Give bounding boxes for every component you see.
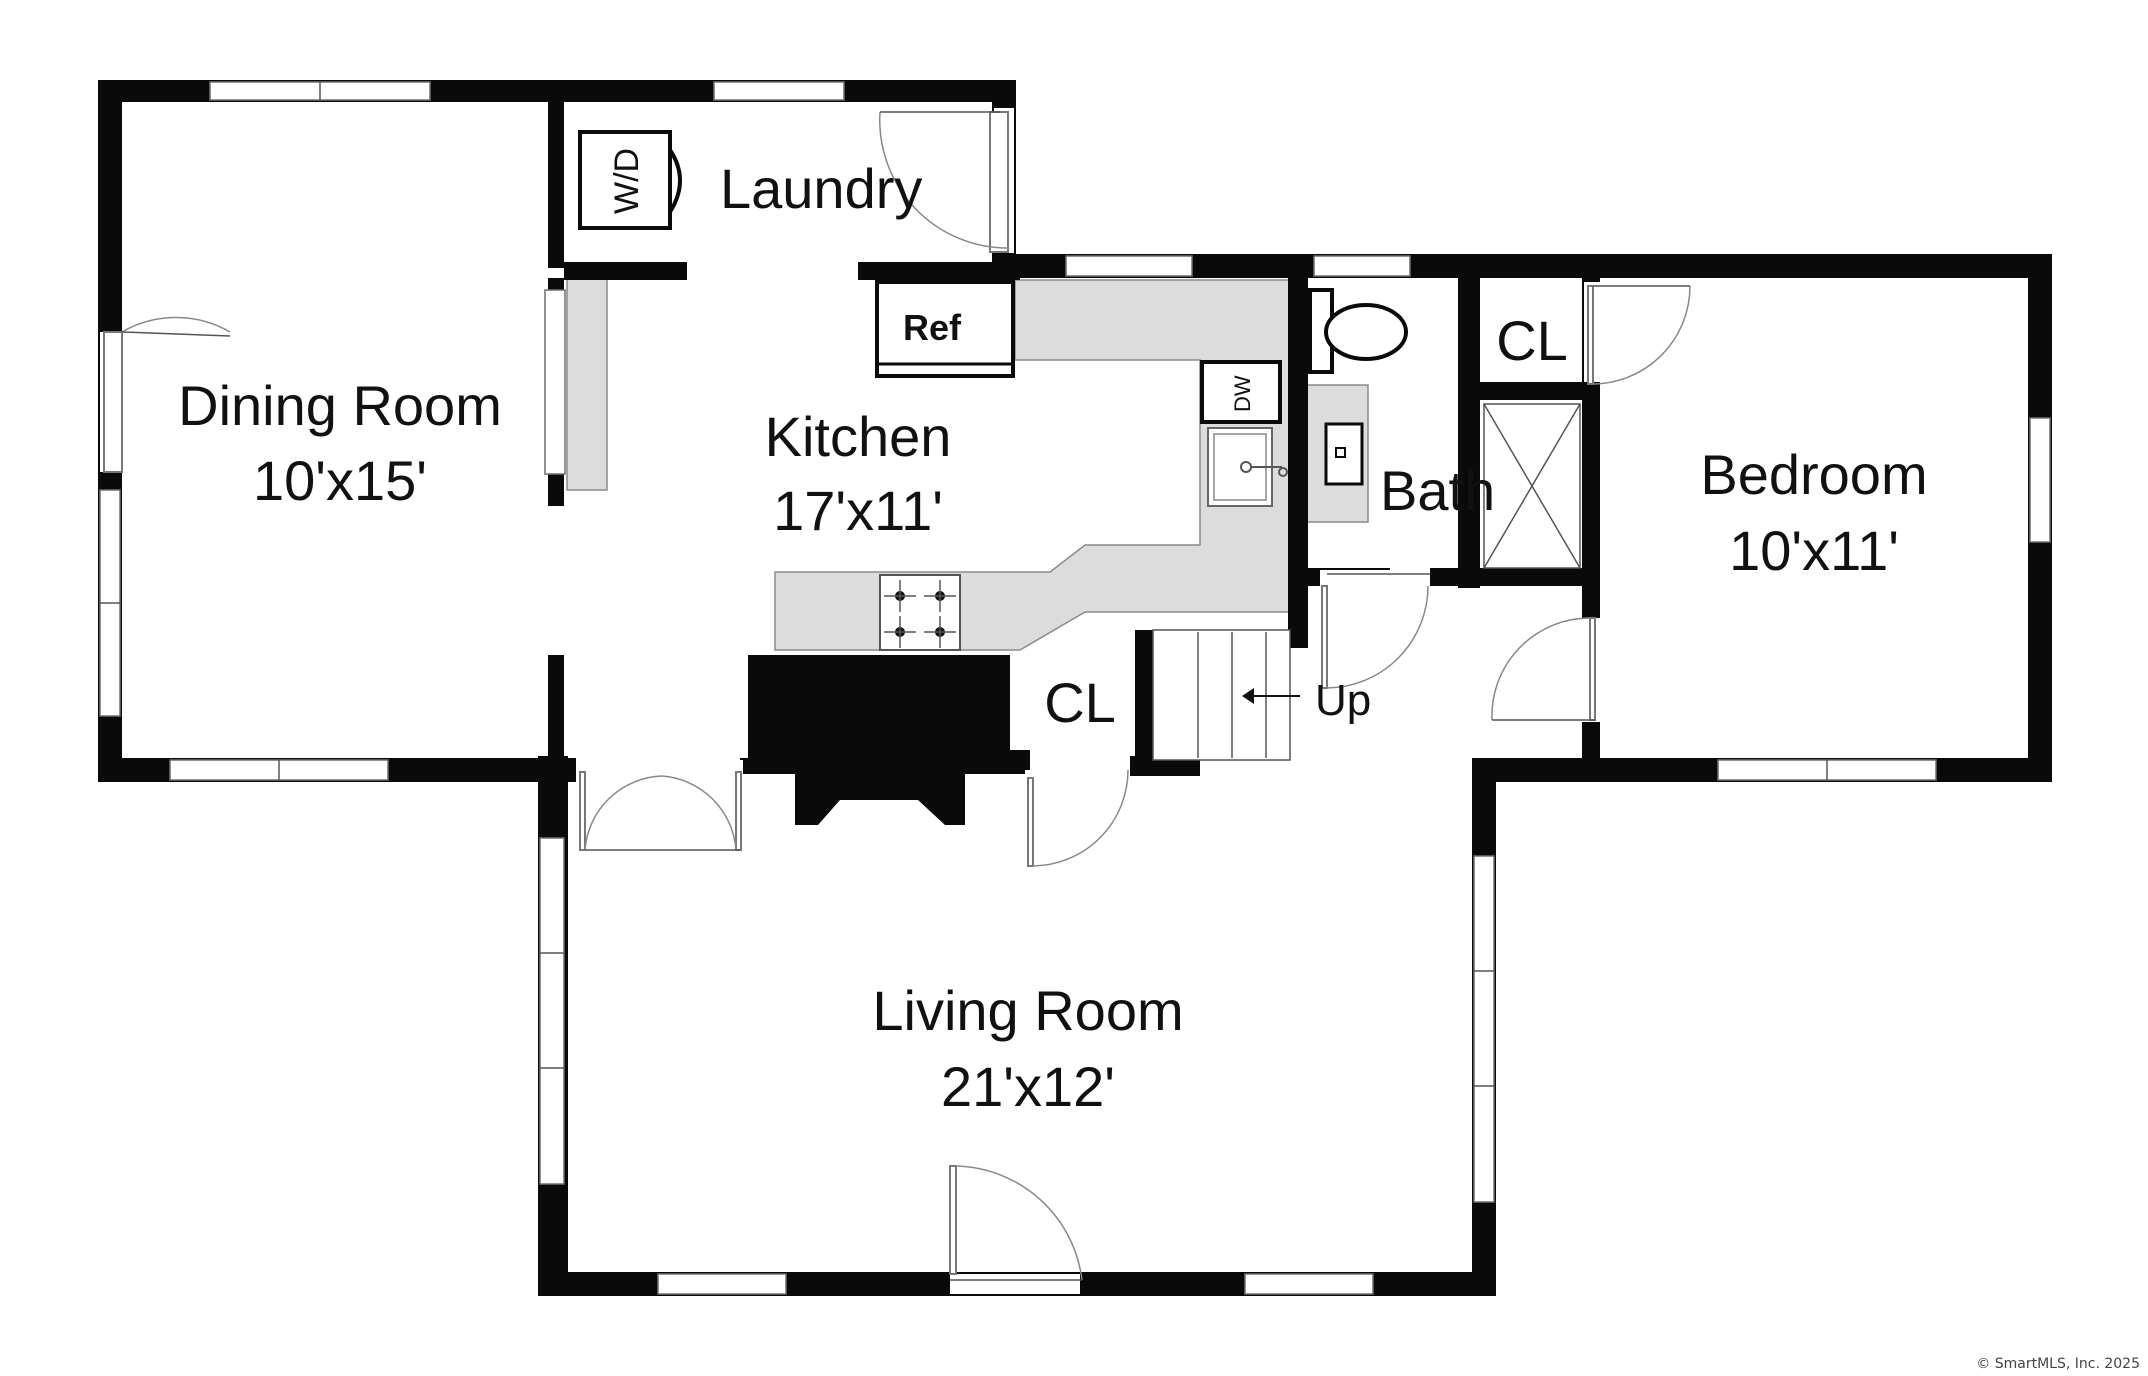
kitchen-sink-icon <box>1207 427 1288 507</box>
stairs-label: Up <box>1315 676 1371 725</box>
living-room-dims: 21'x12' <box>941 1055 1115 1118</box>
fireplace-label: FP <box>866 800 894 825</box>
stove-icon <box>879 574 961 651</box>
dining-room-name: Dining Room <box>178 374 502 437</box>
hall-closet-name: CL <box>1044 671 1116 734</box>
bedroom-name: Bedroom <box>1700 443 1927 506</box>
washer-dryer-icon <box>578 130 682 230</box>
bedroom-closet-name: CL <box>1496 309 1568 372</box>
windows <box>99 81 2051 1295</box>
refrigerator-icon <box>875 280 1015 378</box>
living-room-name: Living Room <box>872 979 1183 1042</box>
copyright-notice: © SmartMLS, Inc. 2025 <box>1976 1356 2140 1372</box>
bedroom-dims: 10'x11' <box>1729 519 1899 582</box>
laundry-name: Laundry <box>720 157 922 220</box>
linen-closet-x <box>1483 403 1581 569</box>
kitchen-name: Kitchen <box>765 405 952 468</box>
washer-dryer-label: W/D <box>608 148 646 214</box>
bath-sink-icon <box>1324 422 1364 486</box>
kitchen-dims: 17'x11' <box>773 479 943 542</box>
stairs <box>1152 629 1300 761</box>
doors <box>100 108 1691 1294</box>
dishwasher-icon <box>1200 360 1282 424</box>
refrigerator-label: Ref <box>903 307 962 348</box>
bath-name: Bath <box>1380 459 1495 522</box>
dishwasher-label: DW <box>1230 375 1255 412</box>
dining-room-dims: 10'x15' <box>253 449 427 512</box>
toilet-icon <box>1308 288 1408 374</box>
